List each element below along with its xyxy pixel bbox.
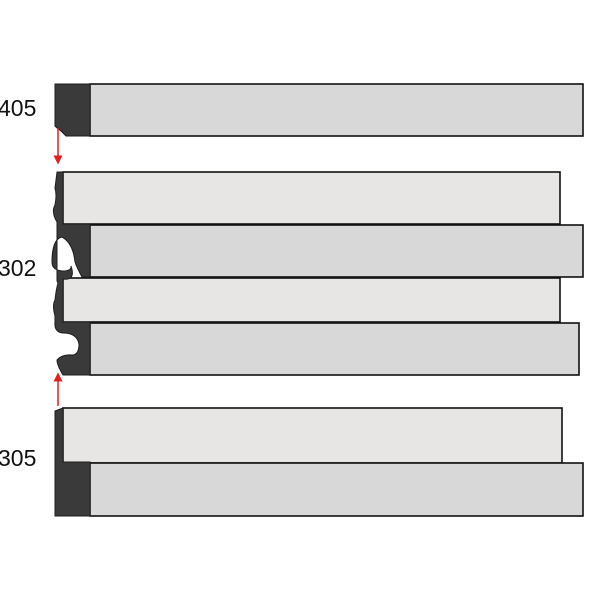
- label-305: 305: [0, 445, 36, 471]
- end-profile-302: [51, 171, 91, 376]
- plate-302-d: [89, 322, 580, 376]
- label-302: 302: [0, 255, 36, 281]
- end-profile-405: [54, 83, 91, 137]
- plate-302-c: [62, 277, 561, 323]
- component-302: [51, 171, 584, 376]
- plate-305-a: [62, 407, 563, 464]
- plate-305-b: [89, 462, 584, 517]
- component-405: [54, 83, 584, 137]
- plate-405: [89, 83, 584, 137]
- plate-302-b: [89, 224, 584, 278]
- component-305: [54, 407, 584, 517]
- end-profile-305: [54, 407, 91, 517]
- plate-302-a: [62, 171, 561, 225]
- label-405: 405: [0, 95, 36, 121]
